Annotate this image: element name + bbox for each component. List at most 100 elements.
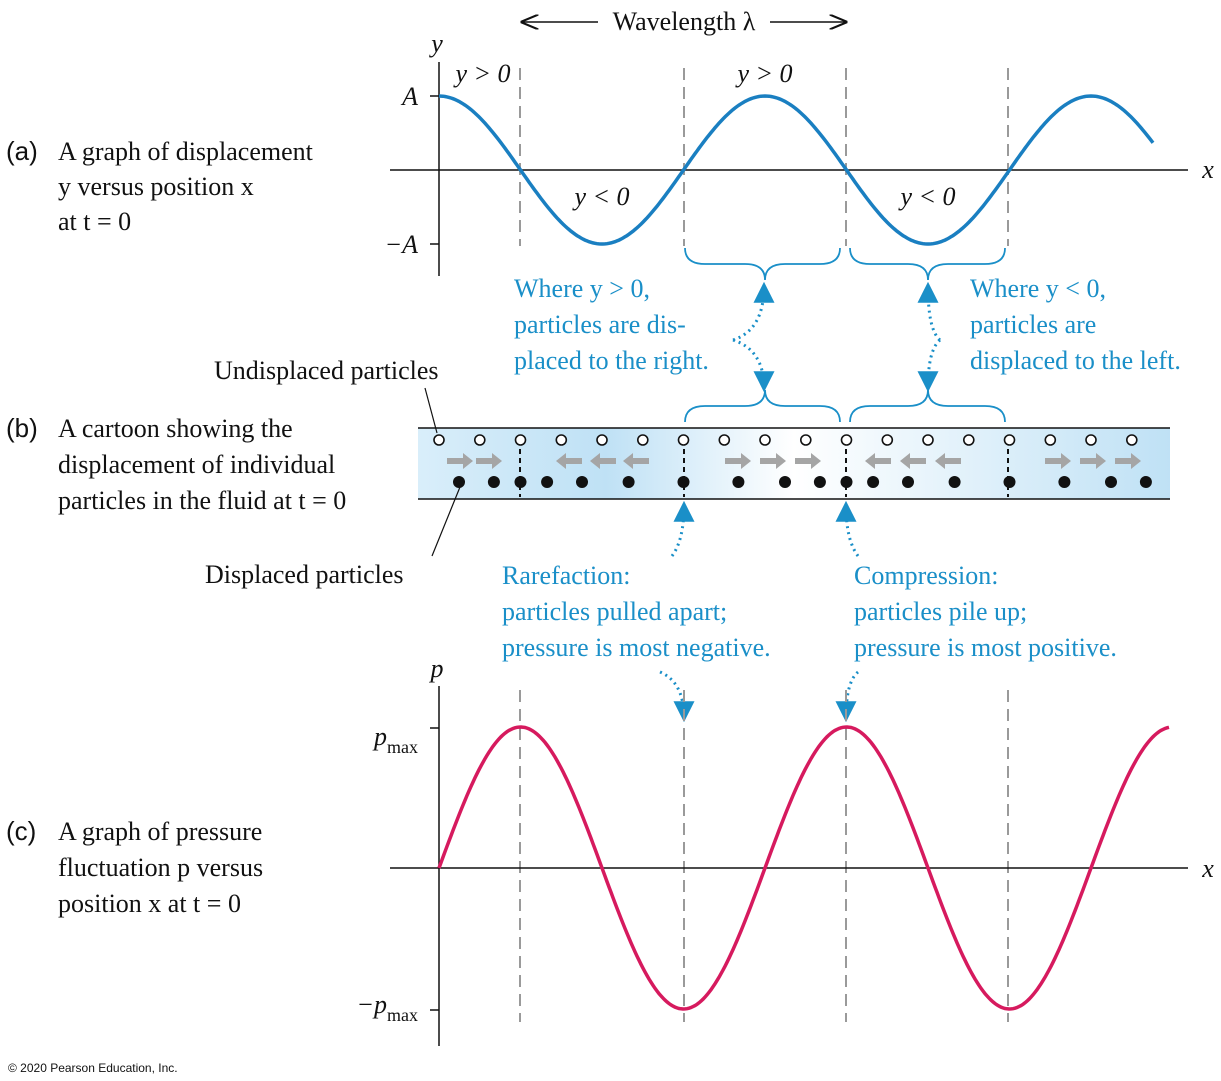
compression-line-3: pressure is most positive. xyxy=(854,633,1117,662)
displaced-particle xyxy=(514,476,527,488)
panel-c-tag: (c) xyxy=(6,816,36,846)
undisplaced-particle xyxy=(596,434,608,446)
displaced-particle xyxy=(813,476,826,488)
panel-b-caption-line-3: particles in the fluid at t = 0 xyxy=(58,486,346,515)
left-arrow-icon xyxy=(556,453,582,469)
displaced-particle xyxy=(1058,476,1071,488)
undisplaced-particle xyxy=(677,434,690,446)
right-arrow-icon xyxy=(476,453,502,469)
displaced-particle xyxy=(453,476,465,488)
undisplaced-particles xyxy=(433,434,1138,446)
undisplaced-particle xyxy=(1085,434,1097,446)
undisplaced-particle xyxy=(962,434,975,446)
brace-upper-left xyxy=(849,247,1006,281)
panel-c-caption-line-1: A graph of pressure xyxy=(58,817,262,846)
brace-lower-left xyxy=(849,389,1006,423)
right-arrow-icon xyxy=(447,453,473,469)
undisplaced-particle xyxy=(473,434,486,446)
right-arrow-icon xyxy=(1045,453,1071,469)
panel-b-caption-line-2: displacement of individual xyxy=(58,450,335,479)
displaced-particle xyxy=(487,476,500,488)
tick-label-A: A xyxy=(400,82,418,111)
displacement-curve xyxy=(438,94,1155,246)
undisplaced-particle xyxy=(1126,434,1138,446)
panel-a-x-axis-label: x xyxy=(1201,155,1214,184)
panel-c-guides xyxy=(519,690,1009,1022)
annotation-right-line-3: placed to the right. xyxy=(514,346,709,375)
panel-c-caption-line-2: fluctuation p versus xyxy=(58,853,263,882)
wavelength-marker: Wavelength λ xyxy=(522,7,846,36)
undisplaced-particle xyxy=(840,434,853,446)
tick-label-neg-pmax: −pmax xyxy=(356,990,418,1025)
panel-a-guides xyxy=(519,68,1009,246)
braces xyxy=(684,247,1006,423)
right-arrow-icon xyxy=(760,453,786,469)
panel-c-y-axis-label: p xyxy=(429,654,444,683)
tick-label-neg-A: −A xyxy=(385,230,419,259)
annotation-right-line-2: particles are dis- xyxy=(514,310,686,339)
displaced-particle xyxy=(779,476,791,488)
annotation-left-line-1: Where y < 0, xyxy=(970,274,1106,303)
panel-a-caption-line-2: y versus position x xyxy=(58,172,254,201)
annotation-left-line-3: displaced to the left. xyxy=(970,346,1181,375)
undisplaced-particle xyxy=(636,434,649,446)
region-label-2: y < 0 xyxy=(571,182,629,211)
rarefaction-line-3: pressure is most negative. xyxy=(502,633,771,662)
displaced-particle xyxy=(677,476,690,488)
undisplaced-particle xyxy=(433,434,445,446)
panel-b-caption-line-1: A cartoon showing the xyxy=(58,414,293,443)
right-arrow-icon xyxy=(1080,453,1106,469)
pressure-curve xyxy=(437,725,1170,1011)
annotation-right-displacement: Where y > 0, particles are dis- placed t… xyxy=(514,274,709,375)
annotation-left-line-2: particles are xyxy=(970,310,1096,339)
panel-b-tag: (b) xyxy=(6,413,38,443)
annotation-left-displacement: Where y < 0, particles are displaced to … xyxy=(970,274,1181,375)
undisplaced-particle xyxy=(1003,434,1016,446)
brace-lower-right xyxy=(684,389,841,423)
right-arrow-icon xyxy=(1115,453,1141,469)
compression-line-2: particles pile up; xyxy=(854,597,1027,626)
wavelength-label: Wavelength λ xyxy=(613,7,756,36)
displaced-particle xyxy=(1139,476,1152,488)
undisplaced-particle xyxy=(799,434,812,446)
panel-b: Undisplaced particles Displaced particle… xyxy=(6,356,1170,589)
panel-c-caption-line-3: position x at t = 0 xyxy=(58,889,241,918)
panel-a-caption-line-3: at t = 0 xyxy=(58,207,131,236)
panel-a: y x A −A y > 0 y < 0 y > 0 y < 0 (a) A g… xyxy=(6,29,1214,276)
undisplaced-particle xyxy=(1044,434,1057,446)
region-label-4: y < 0 xyxy=(897,182,955,211)
undisplaced-particle xyxy=(922,434,934,446)
undisplaced-particle xyxy=(514,434,527,446)
undisplaced-label: Undisplaced particles xyxy=(214,356,439,385)
panel-c: p x pmax −pmax (c) A graph of pressure f… xyxy=(6,654,1214,1046)
displaced-pointer xyxy=(431,486,461,557)
displaced-particle xyxy=(622,476,635,488)
undisplaced-particle xyxy=(555,434,568,446)
displaced-particle xyxy=(541,476,554,488)
displaced-particle xyxy=(840,476,853,488)
particle-arrows xyxy=(447,453,1141,469)
displaced-particle xyxy=(1105,476,1117,488)
displaced-particle xyxy=(576,476,588,488)
copyright: © 2020 Pearson Education, Inc. xyxy=(8,1061,178,1075)
undisplaced-particle xyxy=(881,434,894,446)
region-label-3: y > 0 xyxy=(734,59,792,88)
displaced-label: Displaced particles xyxy=(205,560,404,589)
region-label-1: y > 0 xyxy=(452,59,510,88)
tick-label-pmax: pmax xyxy=(372,722,418,757)
panel-a-caption-line-1: A graph of displacement xyxy=(58,137,314,166)
right-arrow-icon xyxy=(725,453,751,469)
rarefaction-line-2: particles pulled apart; xyxy=(502,597,727,626)
displaced-particle xyxy=(1003,476,1016,488)
undisplaced-pointer xyxy=(424,387,438,434)
displaced-particle xyxy=(732,476,745,488)
left-arrow-icon xyxy=(935,453,961,469)
displaced-particle xyxy=(948,476,961,488)
annotation-compression: Compression: particles pile up; pressure… xyxy=(854,561,1117,662)
undisplaced-particle xyxy=(759,434,771,446)
connector-arrows-ab xyxy=(732,281,942,393)
rarefaction-line-1: Rarefaction: xyxy=(502,561,631,590)
right-arrow-icon xyxy=(795,453,821,469)
displaced-particles xyxy=(453,476,1152,488)
